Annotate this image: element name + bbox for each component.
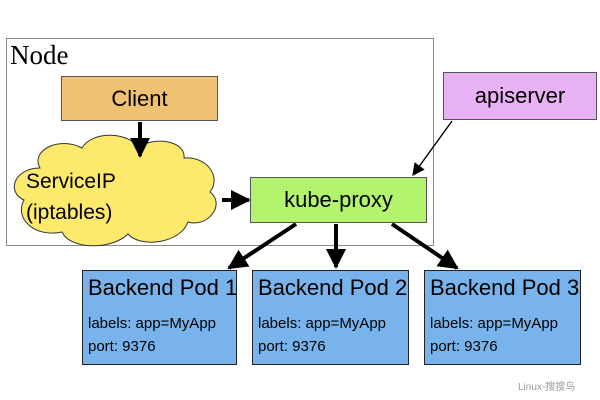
apiserver-label: apiserver	[474, 83, 566, 108]
apiserver-box[interactable]: apiserver	[443, 72, 597, 120]
pod-title: Backend Pod 1	[88, 275, 237, 300]
service-ip-line1: ServiceIP	[26, 170, 116, 193]
pod-title: Backend Pod 3	[430, 275, 580, 300]
watermark: Linux-搜搜鸟	[518, 382, 576, 393]
arrow-kube-proxy-to-pod-1	[227, 222, 298, 270]
pod-labels: labels: app=MyApp	[430, 315, 558, 332]
kube-proxy-label: kube-proxy	[284, 187, 393, 212]
arrow-kube-proxy-to-pod-3	[390, 222, 459, 270]
client-box[interactable]: Client	[61, 76, 218, 121]
pod-labels: labels: app=MyApp	[88, 315, 216, 332]
service-ip-cloud[interactable]	[13, 134, 217, 247]
backend-pod-2[interactable]: Backend Pod 2 labels: app=MyApp port: 93…	[252, 270, 409, 365]
arrow-apiserver-to-kube-proxy	[412, 120, 453, 177]
kube-proxy-box[interactable]: kube-proxy	[250, 177, 427, 223]
pod-title: Backend Pod 2	[258, 275, 408, 300]
edges-layer	[130, 120, 459, 270]
service-ip-label: ServiceIP (iptables)	[26, 166, 206, 228]
pod-port: port: 9376	[88, 338, 156, 355]
node-title: Node	[10, 40, 69, 70]
backend-pod-1[interactable]: Backend Pod 1 labels: app=MyApp port: 93…	[82, 270, 237, 365]
service-ip-line2: (iptables)	[26, 201, 113, 224]
pod-port: port: 9376	[430, 338, 498, 355]
pod-labels: labels: app=MyApp	[258, 315, 386, 332]
backend-pod-3[interactable]: Backend Pod 3 labels: app=MyApp port: 93…	[424, 270, 581, 365]
pod-port: port: 9376	[258, 338, 326, 355]
client-label: Client	[111, 85, 168, 111]
